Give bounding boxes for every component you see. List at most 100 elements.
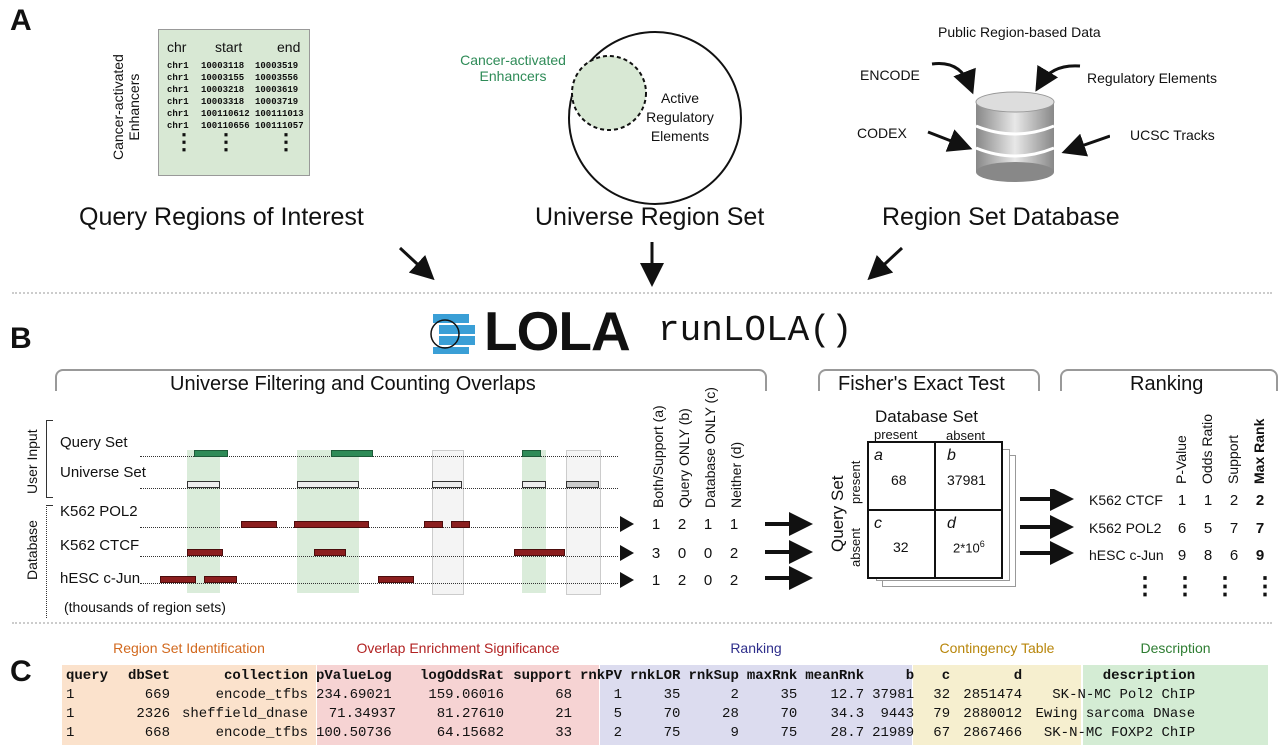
database-cylinder-icon: [975, 91, 1055, 182]
rank-header: Odds Ratio: [1199, 413, 1215, 484]
count-header: Neither (d): [728, 441, 744, 508]
cell-b-letter: b: [947, 447, 956, 464]
count-header: Both/Support (a): [650, 405, 666, 508]
universe-inner-label: Cancer-activated Enhancers: [460, 52, 566, 84]
run-lola-function: runLOLA(): [658, 310, 853, 351]
db-region-bar: [424, 521, 443, 528]
group-label-contingency: Contingency Table: [939, 640, 1055, 656]
contingency-row-title: Query Set: [828, 475, 847, 552]
overlap-column: [522, 450, 546, 593]
universe-outer-label: Active Regulatory Elements: [646, 90, 714, 144]
user-input-label: User Input: [24, 429, 40, 494]
db-region-bar: [187, 549, 223, 556]
filtering-bracket: [55, 369, 767, 391]
db-region-bar: [451, 521, 470, 528]
row-pointer-icon: [620, 516, 634, 532]
contingency-grid: a 68 b 37981 c 32 d 2*106: [867, 441, 1003, 579]
universe-region-bar: [522, 481, 546, 488]
rank-header: Max Rank: [1251, 418, 1267, 484]
row-pointer-icon: [620, 545, 634, 561]
vertical-ellipsis-icon: ⋮: [215, 129, 237, 154]
database-arrows: [927, 61, 1110, 157]
db-track: [140, 556, 618, 557]
group-bg-identification: [62, 665, 316, 745]
universe-column: [566, 450, 601, 595]
universe-region-bar: [566, 481, 599, 488]
group-bg-ranking: [600, 665, 912, 745]
contingency-col-absent: absent: [946, 428, 986, 443]
result-table-header: query dbSet collection pValueLog logOdds…: [66, 668, 1196, 684]
query-track: [140, 456, 618, 457]
universe-region-bar: [297, 481, 359, 488]
ranking-title: Ranking: [1126, 373, 1208, 396]
group-label-identification: Region Set Identification: [113, 640, 265, 656]
contingency-title: Database Set: [875, 407, 979, 426]
rank-header: P-Value: [1173, 435, 1189, 484]
query-region-bar: [331, 450, 373, 457]
panel-c-letter: C: [10, 655, 32, 688]
contingency-row-present: present: [848, 460, 863, 504]
region-set-database-title: Region Set Database: [882, 203, 1120, 231]
db-region-bar: [294, 521, 369, 528]
universe-region-bar: [432, 481, 462, 488]
contingency-col-present: present: [874, 427, 918, 442]
fisher-bracket: [818, 369, 1040, 391]
db-region-bar: [378, 576, 414, 583]
lola-logo-text: LOLA: [484, 300, 631, 362]
lola-logo-icon: [430, 314, 475, 354]
cell-a-letter: a: [874, 447, 883, 464]
panel-a-letter: A: [10, 4, 32, 37]
source-encode: ENCODE: [860, 67, 920, 83]
count-header: Database ONLY (c): [702, 387, 718, 508]
cell-a-value: 68: [891, 472, 907, 488]
db-region-bar: [160, 576, 196, 583]
db-row-label: K562 POL2: [60, 503, 138, 520]
fisher-title: Fisher's Exact Test: [834, 373, 1009, 396]
db-region-bar: [204, 576, 237, 583]
db-row-label: hESC c-Jun: [60, 570, 141, 587]
db-track: [140, 527, 618, 528]
source-regulatory-elements: Regulatory Elements: [1087, 70, 1217, 86]
query-set-label: Query Set: [60, 434, 128, 451]
group-bg-contingency: [913, 665, 1081, 745]
db-region-bar: [514, 549, 565, 556]
group-bg-description: [1083, 665, 1268, 745]
query-table-header-chr: chr: [167, 39, 187, 55]
cell-c-value: 32: [893, 539, 909, 555]
cell-d-letter: d: [947, 515, 956, 532]
public-data-label: Public Region-based Data: [938, 24, 1101, 40]
panel-b-letter: B: [10, 322, 32, 355]
database-brace: [46, 505, 53, 618]
rank-header: Support: [1225, 434, 1241, 484]
cell-d-value: 2*106: [953, 539, 985, 556]
query-table-header-end: end: [277, 39, 301, 55]
query-table-header-start: start: [215, 39, 243, 55]
group-bg-significance: [317, 665, 599, 745]
query-regions-title: Query Regions of Interest: [79, 203, 364, 231]
universe-set-label: Universe Set: [60, 464, 146, 481]
flow-arrows: [398, 242, 904, 287]
db-region-bar: [241, 521, 277, 528]
contingency-row-absent: absent: [848, 527, 863, 567]
filtering-title: Universe Filtering and Counting Overlaps: [166, 373, 540, 396]
overlap-column: [187, 450, 220, 593]
universe-region-title: Universe Region Set: [535, 203, 765, 231]
count-header: Query ONLY (b): [676, 408, 692, 508]
row-pointer-icon: [620, 572, 634, 588]
vertical-ellipsis-icon: ⋮: [173, 129, 195, 154]
